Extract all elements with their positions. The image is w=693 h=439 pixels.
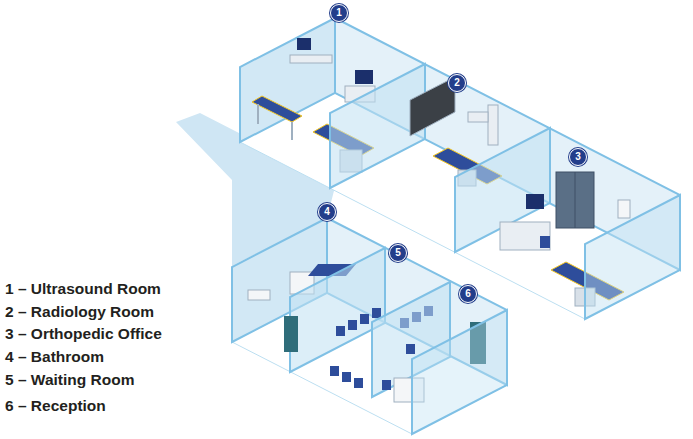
x-ray-column bbox=[488, 105, 498, 145]
callout-circle: 3 bbox=[569, 148, 587, 166]
room-key-label: 5 – Waiting Room bbox=[5, 371, 134, 389]
chair bbox=[382, 380, 391, 390]
upper-left-wall bbox=[240, 18, 335, 142]
room-key-label: 3 – Orthopedic Office bbox=[5, 325, 162, 343]
desk bbox=[290, 55, 332, 63]
wall-panel bbox=[618, 200, 630, 218]
room-key-label: 1 – Ultrasound Room bbox=[5, 280, 161, 298]
end-wall bbox=[412, 310, 507, 434]
callout-number: 2 bbox=[454, 77, 460, 88]
callout-circle: 1 bbox=[330, 4, 348, 22]
callout-number: 6 bbox=[465, 288, 471, 299]
chair bbox=[540, 236, 550, 248]
callout-number: 3 bbox=[575, 151, 581, 162]
room-key-label: 2 – Radiology Room bbox=[5, 303, 154, 321]
callout-circle: 4 bbox=[318, 203, 336, 221]
bed-leg bbox=[257, 104, 259, 124]
monitor bbox=[526, 194, 544, 209]
bed-leg bbox=[291, 122, 293, 140]
room-key-label: 6 – Reception bbox=[5, 397, 106, 415]
callout-circle: 2 bbox=[448, 74, 466, 92]
callout-number: 1 bbox=[336, 7, 342, 18]
bed bbox=[252, 96, 302, 122]
x-ray-head bbox=[468, 112, 488, 122]
desk bbox=[500, 222, 550, 250]
callout-number: 5 bbox=[395, 247, 401, 258]
monitor bbox=[297, 38, 311, 50]
cabinet bbox=[556, 172, 594, 228]
chair bbox=[406, 344, 415, 354]
room-key-label: 4 – Bathroom bbox=[5, 348, 104, 366]
monitor bbox=[355, 70, 373, 84]
end-wall bbox=[585, 195, 680, 319]
cabinet-door bbox=[575, 172, 576, 228]
door bbox=[284, 316, 298, 352]
callout-circle: 5 bbox=[389, 244, 407, 262]
callout-circle: 6 bbox=[459, 285, 477, 303]
sink bbox=[248, 290, 270, 300]
callout-number: 4 bbox=[324, 206, 330, 217]
partition-wall bbox=[455, 128, 550, 252]
partition-wall bbox=[290, 248, 385, 372]
